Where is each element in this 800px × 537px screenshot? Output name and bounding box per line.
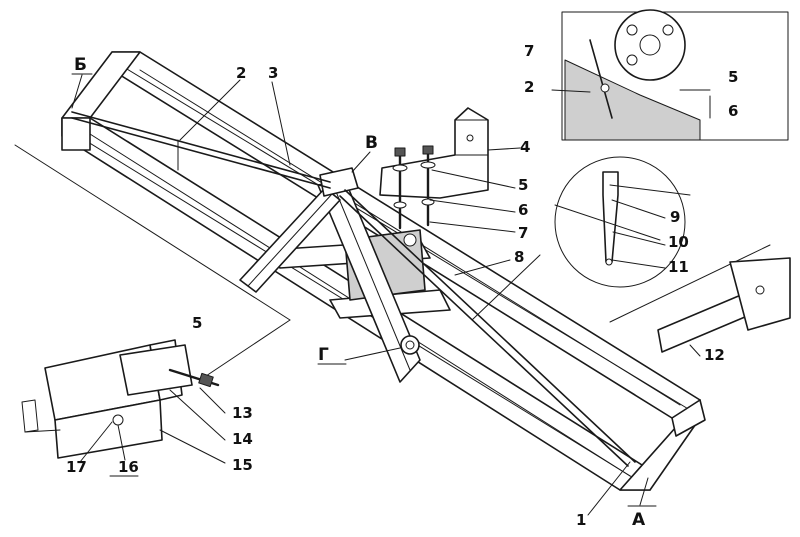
bracket-4 [379, 107, 489, 247]
callout-13: 13 [232, 404, 253, 422]
callout-10: 10 [668, 233, 689, 251]
inset-link [589, 39, 613, 119]
brace-rods [71, 111, 636, 467]
callout-11: 11 [668, 258, 689, 276]
callout-3: 3 [268, 64, 278, 82]
long-tension-rod [344, 189, 636, 463]
callout-5-inset: 5 [728, 68, 738, 86]
callout-5: 5 [518, 176, 528, 194]
drawbar [239, 167, 421, 383]
left-end-block [61, 117, 91, 151]
leader-lines [71, 74, 711, 516]
detail-circle [554, 156, 691, 288]
callout-16: 16 [118, 458, 139, 476]
clamp-tab [21, 399, 39, 433]
callout-2: 2 [236, 64, 246, 82]
callout-7: 7 [518, 224, 528, 242]
label-letter-B: Б [74, 55, 87, 75]
callout-4: 4 [520, 138, 530, 156]
clamp-plate [119, 344, 193, 396]
callout-6: 6 [518, 201, 528, 219]
number-callouts: 2 3 4 5 6 7 8 9 10 11 12 13 14 15 16 17 … [66, 42, 738, 529]
hitch-eye-G [400, 335, 420, 355]
mount-bar [657, 291, 753, 353]
callout-1: 1 [576, 511, 586, 529]
callout-9: 9 [670, 208, 680, 226]
inset-frame-section [564, 59, 701, 141]
detail-inset-top [561, 9, 789, 141]
right-end-block [671, 399, 706, 437]
bolts [392, 145, 436, 230]
label-letter-V: В [365, 133, 378, 153]
callout-7-inset: 7 [524, 42, 534, 60]
drawbar-head [319, 167, 359, 197]
callout-17: 17 [66, 458, 87, 476]
label-letter-A: А [632, 510, 646, 530]
sprocket [614, 9, 686, 81]
detail-bottom-left [14, 144, 291, 459]
callout-14: 14 [232, 430, 253, 448]
callout-5-detail: 5 [192, 314, 202, 332]
callout-12: 12 [704, 346, 725, 364]
label-letter-G: Г [318, 345, 329, 365]
letter-labels: Б В Г А [71, 55, 657, 530]
callout-15: 15 [232, 456, 253, 474]
brace-rod-upper [71, 111, 331, 183]
detail-circle-outline [554, 156, 686, 288]
callout-6-inset: 6 [728, 102, 738, 120]
callout-8: 8 [514, 248, 524, 266]
brace-rod-lower [71, 117, 331, 189]
callout-2-inset: 2 [524, 78, 534, 96]
detail-right [609, 244, 791, 353]
